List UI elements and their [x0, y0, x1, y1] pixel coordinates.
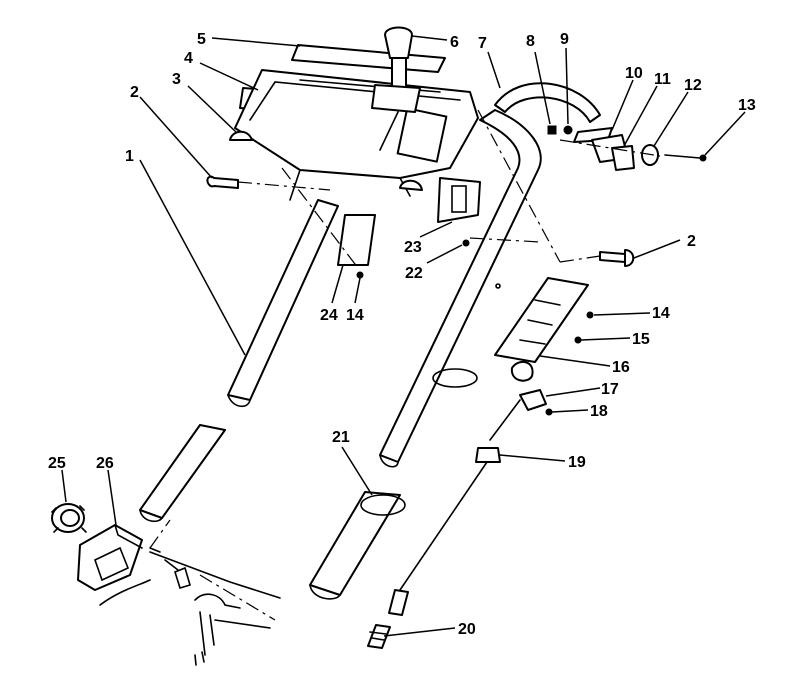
- callout-8: 8: [526, 33, 535, 50]
- lower-right-tube-part: [309, 491, 406, 600]
- callout-2b: 2: [687, 233, 696, 250]
- callout-19: 19: [568, 454, 586, 471]
- hardware-part: [547, 125, 707, 171]
- knob-part: [51, 503, 87, 533]
- callout-13: 13: [738, 97, 756, 114]
- callout-25: 25: [48, 455, 66, 472]
- bracket-part: [337, 177, 481, 279]
- callout-16: 16: [612, 359, 630, 376]
- left-handle-tube-part: [227, 199, 339, 408]
- callout-9: 9: [560, 31, 569, 48]
- callout-15: 15: [632, 331, 650, 348]
- callout-24: 24: [320, 307, 338, 324]
- right-handle-tube-part: [379, 82, 601, 468]
- callout-4: 4: [184, 50, 193, 67]
- callout-7: 7: [478, 35, 487, 52]
- callout-labels: 1 2 3 4 5 6 7 8 9 10 11 12 13 2 14 15 16…: [48, 31, 756, 638]
- callout-20: 20: [458, 621, 476, 638]
- tube-clip-ring: [432, 368, 478, 388]
- callout-14b: 14: [346, 307, 364, 324]
- callout-2a: 2: [130, 84, 139, 101]
- callout-6: 6: [450, 34, 459, 51]
- control-panel-part: [229, 26, 479, 201]
- callout-22: 22: [405, 265, 423, 282]
- assembly-centerlines: [149, 109, 661, 621]
- callout-17: 17: [601, 381, 619, 398]
- lower-left-tube-part: [139, 424, 226, 523]
- callout-21: 21: [332, 429, 350, 446]
- callout-18: 18: [590, 403, 608, 420]
- shift-cable-part: [367, 399, 521, 649]
- callout-14a: 14: [652, 305, 670, 322]
- callout-26: 26: [96, 455, 114, 472]
- deck-fragment-part: [149, 551, 281, 666]
- callout-10: 10: [625, 65, 643, 82]
- callout-5: 5: [197, 31, 206, 48]
- leader-lines: [61, 35, 746, 637]
- callout-12: 12: [684, 77, 702, 94]
- bolt-part: [206, 175, 635, 267]
- callout-1: 1: [125, 148, 134, 165]
- callout-3: 3: [172, 71, 181, 88]
- callout-11: 11: [654, 71, 671, 88]
- callout-23: 23: [404, 239, 422, 256]
- housing-part: [77, 524, 179, 606]
- shift-bracket-part: [494, 277, 594, 416]
